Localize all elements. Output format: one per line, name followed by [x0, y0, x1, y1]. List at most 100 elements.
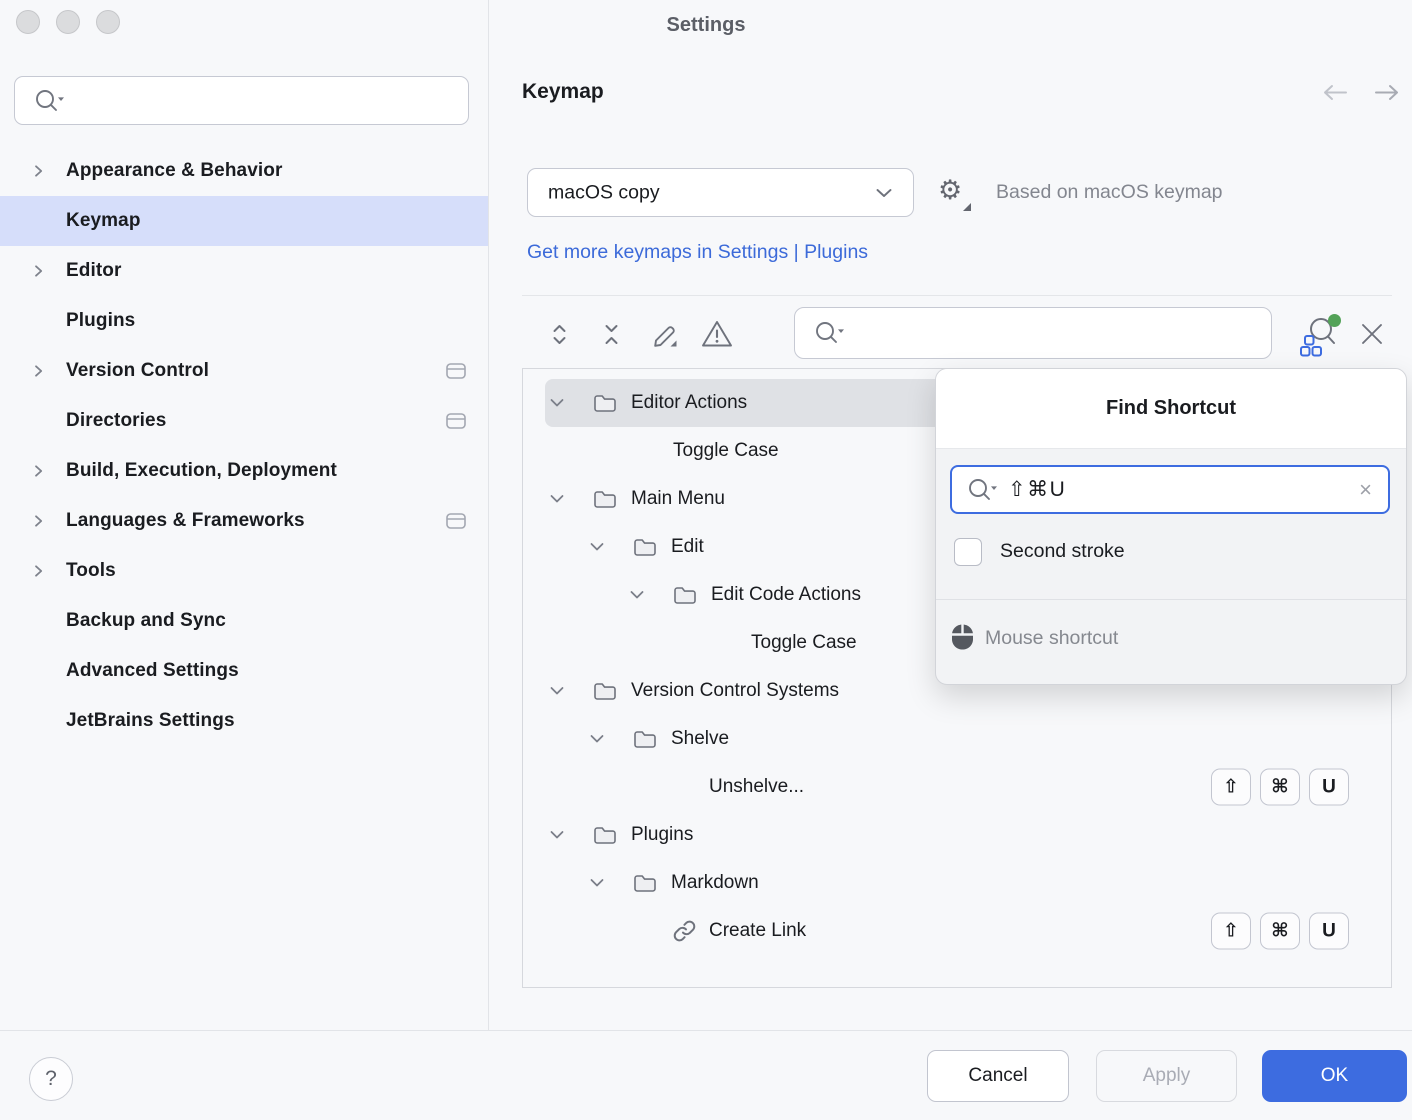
sidebar-divider [488, 0, 489, 1030]
tree-row-label: Toggle Case [751, 632, 857, 653]
tree-row-version-control-systems[interactable]: Version Control Systems [523, 667, 1391, 715]
tree-row-shelve[interactable]: Shelve [523, 715, 1391, 763]
search-icon [813, 320, 847, 346]
tree-row-label: Plugins [631, 824, 694, 845]
sidebar-item-plugins[interactable]: Plugins [0, 296, 488, 346]
folder-icon [673, 585, 697, 605]
sidebar-item-label: Version Control [66, 360, 209, 381]
apply-button[interactable]: Apply [1096, 1050, 1237, 1102]
edit-shortcut-icon[interactable] [648, 317, 682, 351]
chevron-right-icon[interactable] [31, 464, 46, 479]
tree-row-label: Main Menu [631, 488, 725, 509]
tree-row-toggle-case-deep[interactable]: Toggle Case [523, 619, 1391, 667]
sidebar-item-tools[interactable]: Tools [0, 546, 488, 596]
shortcut-badges: ⇧ ⌘ U [1211, 912, 1349, 950]
back-arrow-icon[interactable] [1322, 83, 1348, 102]
sidebar-item-appearance-behavior[interactable]: Appearance & Behavior [0, 146, 488, 196]
chevron-down-icon[interactable] [589, 878, 605, 889]
folder-icon [593, 489, 617, 509]
tree-row-label: Markdown [671, 872, 759, 893]
sidebar-item-label: JetBrains Settings [66, 710, 235, 731]
close-filter-icon[interactable] [1358, 320, 1386, 348]
sidebar-item-label: Languages & Frameworks [66, 510, 305, 531]
second-stroke-checkbox[interactable] [954, 538, 982, 566]
keymap-scheme-value: macOS copy [548, 181, 660, 203]
tree-row-create-link[interactable]: Create Link ⇧ ⌘ U [523, 907, 1391, 955]
project-scope-icon [446, 363, 466, 380]
chevron-down-icon[interactable] [549, 398, 565, 409]
chevron-down-icon[interactable] [549, 686, 565, 697]
sidebar-item-advanced-settings[interactable]: Advanced Settings [0, 646, 488, 696]
tree-row-markdown[interactable]: Markdown [523, 859, 1391, 907]
chevron-right-icon[interactable] [31, 364, 46, 379]
chevron-down-icon[interactable] [589, 734, 605, 745]
sidebar-item-label: Editor [66, 260, 122, 281]
help-button[interactable]: ? [29, 1057, 73, 1101]
chevron-down-icon[interactable] [549, 494, 565, 505]
sidebar-item-languages-frameworks[interactable]: Languages & Frameworks [0, 496, 488, 546]
sidebar-item-directories[interactable]: Directories [0, 396, 488, 446]
tree-row-toggle-case[interactable]: Toggle Case [523, 427, 1391, 475]
chevron-right-icon[interactable] [31, 564, 46, 579]
chevron-down-icon[interactable] [549, 830, 565, 841]
shortcut-search-input[interactable] [1000, 467, 1360, 512]
ok-button[interactable]: OK [1262, 1050, 1407, 1102]
gear-icon[interactable]: ⚙ [938, 175, 963, 206]
sidebar-item-label: Backup and Sync [66, 610, 226, 631]
tree-row-label: Edit [671, 536, 704, 557]
sidebar-item-editor[interactable]: Editor [0, 246, 488, 296]
keymap-scheme-dropdown[interactable]: macOS copy [527, 168, 914, 217]
settings-search-input-wrap [14, 76, 469, 125]
get-more-keymaps-link[interactable]: Get more keymaps in Settings | Plugins [527, 241, 869, 263]
chevron-right-icon[interactable] [31, 264, 46, 279]
tree-row-label: Toggle Case [673, 440, 779, 461]
folder-icon [633, 537, 657, 557]
folder-icon [633, 729, 657, 749]
based-on-label: Based on macOS keymap [996, 181, 1223, 203]
tree-row-label: Create Link [709, 920, 807, 941]
shift-keycap: ⇧ [1211, 768, 1251, 806]
traffic-light-minimize-icon[interactable] [56, 10, 80, 34]
popup-title: Find Shortcut [936, 369, 1406, 449]
action-filter-input[interactable] [847, 308, 1271, 358]
tree-row-edit[interactable]: Edit [523, 523, 1391, 571]
traffic-light-zoom-icon[interactable] [96, 10, 120, 34]
forward-arrow-icon[interactable] [1374, 83, 1400, 102]
chevron-right-icon[interactable] [31, 164, 46, 179]
warning-conflicts-icon[interactable] [700, 319, 734, 349]
tree-row-plugins[interactable]: Plugins [523, 811, 1391, 859]
mouse-shortcut-item[interactable]: Mouse shortcut [985, 627, 1119, 649]
sidebar-item-version-control[interactable]: Version Control [0, 346, 488, 396]
find-actions-by-shortcut-icon[interactable] [1296, 311, 1342, 357]
chevron-down-icon[interactable] [589, 542, 605, 553]
second-stroke-label: Second stroke [1000, 540, 1125, 562]
traffic-light-close-icon[interactable] [16, 10, 40, 34]
chevron-right-icon[interactable] [31, 514, 46, 529]
sidebar-item-keymap[interactable]: Keymap [0, 196, 488, 246]
sidebar-item-label: Tools [66, 560, 116, 581]
tree-row-label: Editor Actions [631, 392, 748, 413]
chevron-down-icon[interactable] [629, 590, 645, 601]
tree-row-main-menu[interactable]: Main Menu [523, 475, 1391, 523]
chevron-down-icon [875, 187, 893, 198]
collapse-all-icon[interactable] [598, 321, 625, 348]
cancel-button[interactable]: Cancel [927, 1050, 1069, 1102]
sidebar-item-label: Appearance & Behavior [66, 160, 283, 181]
action-filter-input-wrap [794, 307, 1272, 359]
footer-divider [0, 1030, 1412, 1031]
command-keycap: ⌘ [1260, 768, 1300, 806]
expand-all-icon[interactable] [546, 321, 573, 348]
tree-row-edit-code-actions[interactable]: Edit Code Actions [523, 571, 1391, 619]
sidebar-item-build-execution-deployment[interactable]: Build, Execution, Deployment [0, 446, 488, 496]
search-icon [966, 477, 1000, 503]
sidebar-item-label: Plugins [66, 310, 136, 331]
tree-row-label: Unshelve... [709, 776, 805, 797]
sidebar-item-jetbrains-settings[interactable]: JetBrains Settings [0, 696, 488, 746]
settings-search-input[interactable] [67, 77, 468, 124]
project-scope-icon [446, 413, 466, 430]
clear-icon[interactable]: × [1359, 476, 1372, 502]
tree-row-unshelve[interactable]: Unshelve... ⇧ ⌘ U [523, 763, 1391, 811]
sidebar-item-backup-and-sync[interactable]: Backup and Sync [0, 596, 488, 646]
header-divider [522, 295, 1392, 296]
